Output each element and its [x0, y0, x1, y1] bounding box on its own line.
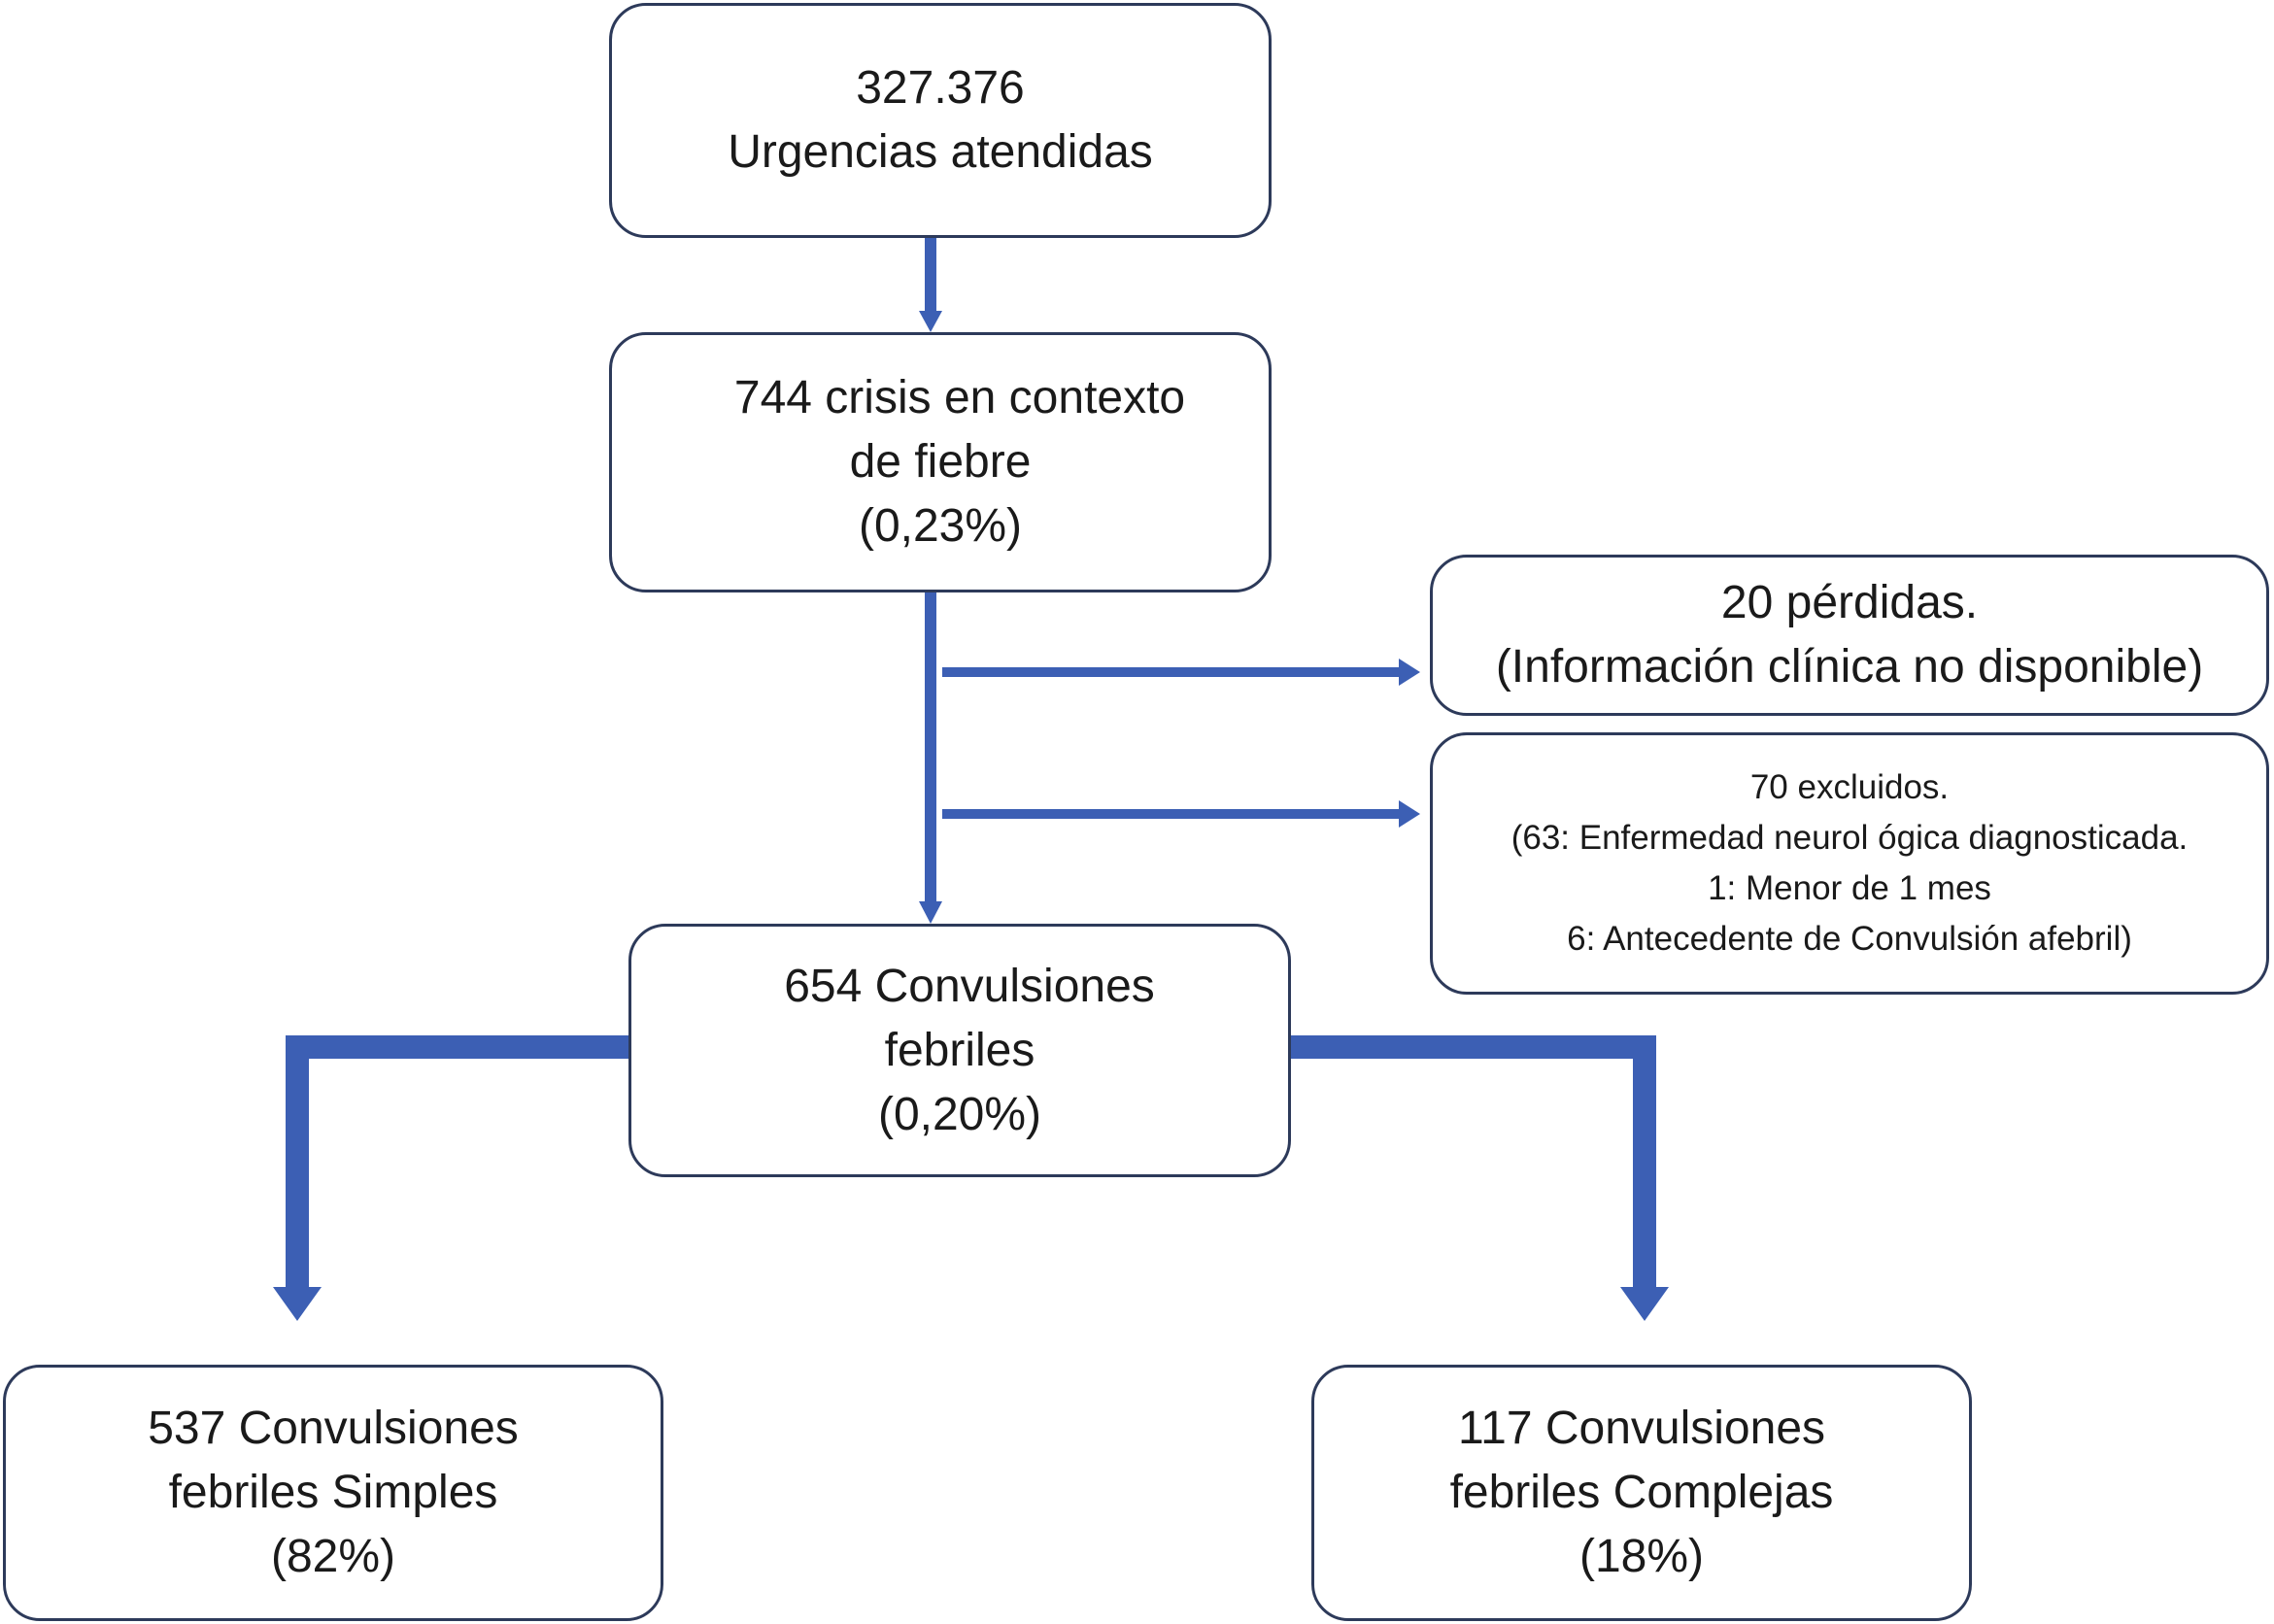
- arrow-to-lost: [942, 659, 1420, 686]
- node-text-line: Urgencias atendidas: [728, 126, 1153, 178]
- node-excluidos: 70 excluidos. (63: Enfermedad neurol ógi…: [1430, 732, 2269, 995]
- node-crisis-fiebre: 744 crisis en contexto de fiebre (0,23%): [609, 332, 1272, 592]
- node-text-line: (63: Enfermedad neurol ógica diagnostica…: [1510, 819, 2189, 857]
- node-convulsiones-febriles: 654 Convulsiones febriles (0,20%): [628, 924, 1291, 1177]
- node-text-line: 537 Convulsiones: [148, 1403, 519, 1454]
- node-text-line: (0,20%): [877, 1088, 1042, 1140]
- node-text-line: febriles: [884, 1024, 1035, 1076]
- node-text-line: 117 Convulsiones: [1457, 1403, 1826, 1454]
- node-text-line: 654 Convulsiones: [784, 960, 1155, 1012]
- node-text-line: (18%): [1578, 1531, 1705, 1582]
- arrow-total-to-fever: [919, 238, 942, 332]
- node-text-line: febriles Complejas: [1449, 1467, 1834, 1518]
- node-text-line: 70 excluidos.: [1749, 768, 1950, 806]
- node-text-line: de fiebre: [849, 436, 1032, 488]
- node-text-line: (Información clínica no disponible): [1495, 641, 2204, 693]
- arrow-febrile-to-complex: [1291, 1035, 1669, 1321]
- arrow-febrile-to-simple: [273, 1035, 628, 1321]
- node-text-line: 327.376: [856, 62, 1025, 114]
- node-text-line: (82%): [270, 1531, 396, 1582]
- node-text-line: (0,23%): [858, 500, 1023, 552]
- node-urgencias-atendidas: 327.376 Urgencias atendidas: [609, 3, 1272, 238]
- node-text-line: 1: Menor de 1 mes: [1708, 869, 1991, 907]
- node-convulsiones-simples: 537 Convulsiones febriles Simples (82%): [3, 1365, 663, 1621]
- node-text-line: 744 crisis en contexto: [733, 372, 1186, 423]
- arrow-fever-to-febrile: [919, 592, 942, 924]
- node-text-line: 20 pérdidas.: [1720, 577, 1979, 628]
- node-convulsiones-complejas: 117 Convulsiones febriles Complejas (18%…: [1311, 1365, 1972, 1621]
- node-text-line: 6: Antecedente de Convulsión afebril): [1567, 920, 2132, 958]
- node-perdidas: 20 pérdidas. (Información clínica no dis…: [1430, 555, 2269, 716]
- node-text-line: febriles Simples: [168, 1467, 498, 1518]
- arrow-to-excluded: [942, 800, 1420, 828]
